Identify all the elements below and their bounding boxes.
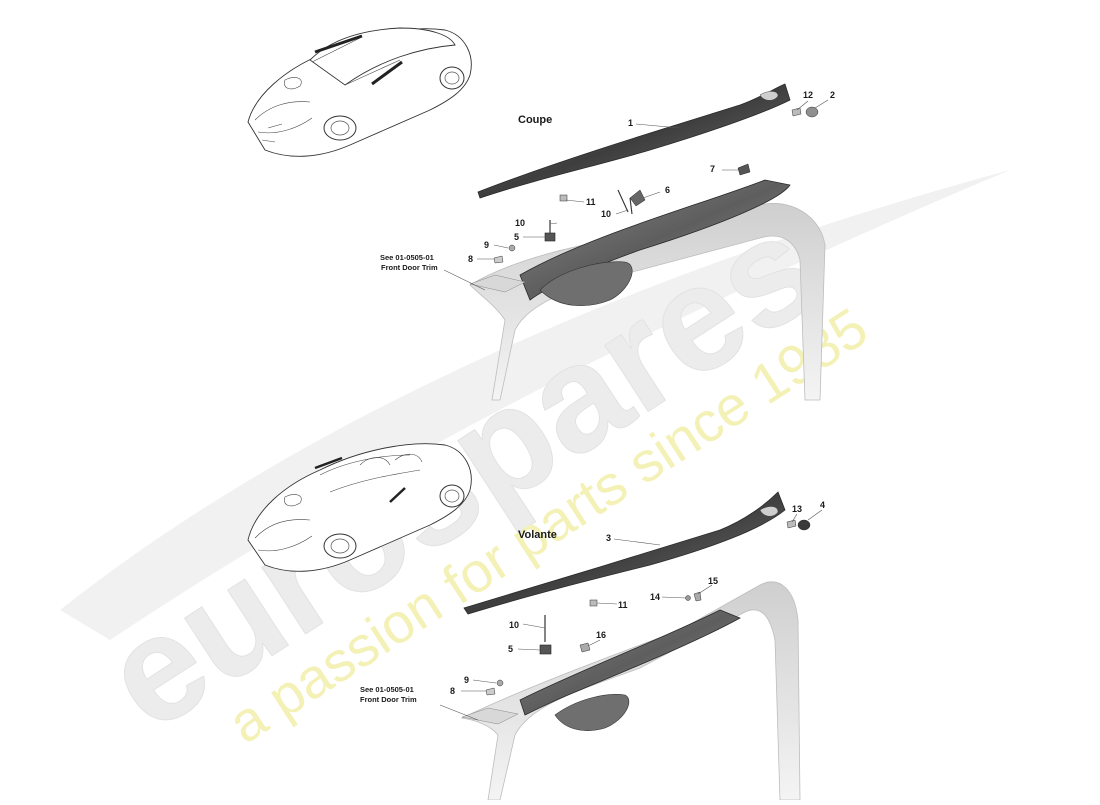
- callout-8: 8: [468, 254, 473, 264]
- part-3-trim: [463, 491, 786, 615]
- callout-5-volante: 5: [508, 644, 513, 654]
- callout-9-volante: 9: [464, 675, 469, 685]
- callout-5: 5: [514, 232, 519, 242]
- callout-10-volante: 10: [509, 620, 519, 630]
- part-12-screw: [791, 107, 802, 117]
- section-title-coupe: Coupe: [518, 114, 552, 126]
- callout-14: 14: [650, 592, 660, 602]
- callout-2: 2: [830, 90, 835, 100]
- volante-reference-line2: Front Door Trim: [360, 695, 417, 704]
- part-8-screw-volante: [485, 687, 496, 696]
- callout-10: 10: [515, 218, 525, 228]
- callout-4: 4: [820, 500, 825, 510]
- part-11-clip: [559, 194, 568, 202]
- callout-12: 12: [803, 90, 813, 100]
- part-15-clip: [693, 591, 702, 602]
- callout-1: 1: [628, 118, 633, 128]
- coupe-reference-line1: See 01-0505-01: [380, 253, 434, 262]
- coupe-car-illustration: [247, 27, 472, 157]
- volante-speaker-grille: [554, 694, 630, 731]
- part-6-bracket: [629, 189, 646, 207]
- section-title-volante: Volante: [518, 529, 557, 541]
- part-5-clip-volante: [539, 644, 552, 655]
- part-2-cap: [805, 106, 819, 118]
- callout-8-volante: 8: [450, 686, 455, 696]
- callout-7: 7: [710, 164, 715, 174]
- volante-reference-line1: See 01-0505-01: [360, 685, 414, 694]
- coupe-speaker-grille: [539, 261, 633, 307]
- callout-15: 15: [708, 576, 718, 586]
- coupe-reference-line2: Front Door Trim: [381, 263, 438, 272]
- callout-9: 9: [484, 240, 489, 250]
- part-4-cap: [797, 519, 811, 531]
- part-13-screw: [786, 519, 797, 529]
- callout-3: 3: [606, 533, 611, 543]
- part-16-clip: [579, 642, 591, 653]
- volante-door-frame: [460, 581, 801, 801]
- callout-6: 6: [665, 185, 670, 195]
- part-5-clip: [544, 232, 556, 242]
- part-9-plug: [508, 244, 516, 252]
- callout-16: 16: [596, 630, 606, 640]
- volante-car-illustration: [247, 443, 472, 572]
- volante-lower-trim: [519, 609, 741, 716]
- volante-parts: [439, 491, 823, 801]
- part-9-plug-volante: [496, 679, 504, 687]
- part-14-clip: [685, 595, 691, 601]
- callout-11: 11: [586, 197, 596, 207]
- callout-13: 13: [792, 504, 802, 514]
- callout-11-volante: 11: [618, 600, 628, 610]
- coupe-parts: [443, 83, 829, 401]
- callout-10-b: 10: [601, 209, 611, 219]
- part-8-screw: [493, 255, 504, 264]
- part-7-bracket: [737, 163, 751, 176]
- part-11-clip-volante: [589, 599, 598, 607]
- part-1-trim: [477, 83, 791, 199]
